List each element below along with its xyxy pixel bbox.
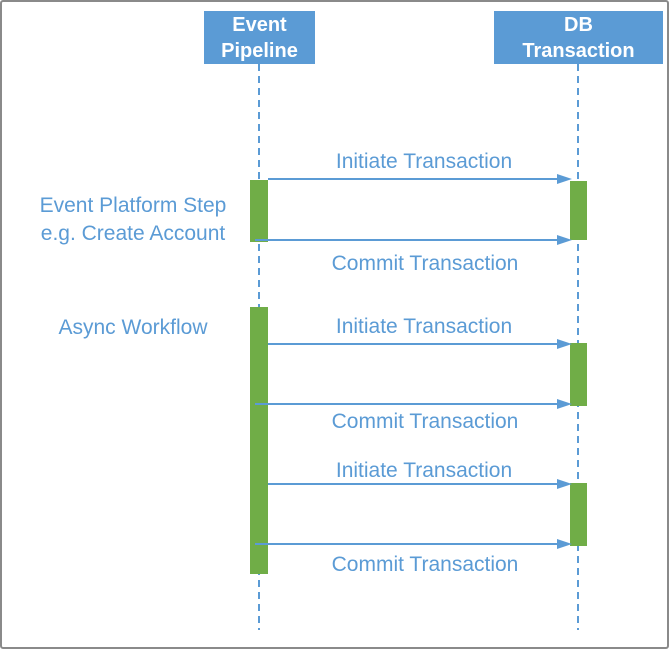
actor-label-event-pipeline: Event Pipeline: [221, 13, 298, 62]
message-label-initiate-2: Initiate Transaction: [335, 315, 513, 338]
arrow-shaft: [268, 483, 559, 485]
arrow-head-icon: [557, 479, 572, 489]
arrow-shaft: [255, 403, 559, 405]
annotation-async-workflow: Async Workflow: [58, 316, 208, 339]
arrow-head-icon: [557, 235, 572, 245]
message-label-initiate-3: Initiate Transaction: [335, 459, 513, 482]
arrow-shaft: [268, 343, 559, 345]
actor-box-db-transaction: DB Transaction: [494, 11, 663, 64]
message-arrow-initiate-2: [268, 339, 572, 349]
actor-label-db-transaction: DB Transaction: [522, 13, 635, 62]
arrow-head-icon: [557, 174, 572, 184]
message-label-initiate-1: Initiate Transaction: [335, 150, 513, 173]
arrow-shaft: [255, 543, 559, 545]
actor-box-event-pipeline: Event Pipeline: [204, 11, 315, 64]
activation-bar-db-3: [570, 483, 587, 546]
arrow-head-icon: [557, 539, 572, 549]
arrow-shaft: [268, 178, 559, 180]
activation-bar-event-step: [250, 180, 268, 242]
message-label-commit-2: Commit Transaction: [331, 410, 519, 433]
message-arrow-initiate-3: [268, 479, 572, 489]
message-label-commit-3: Commit Transaction: [331, 553, 519, 576]
annotation-event-platform-step: Event Platform Step e.g. Create Account: [39, 194, 227, 245]
arrow-shaft: [255, 239, 559, 241]
activation-bar-db-1: [570, 181, 587, 240]
activation-bar-async-workflow: [250, 307, 268, 574]
message-label-commit-1: Commit Transaction: [331, 252, 519, 275]
arrow-head-icon: [557, 399, 572, 409]
message-arrow-initiate-1: [268, 174, 572, 184]
message-arrow-commit-2: [255, 399, 572, 409]
arrow-head-icon: [557, 339, 572, 349]
activation-bar-db-2: [570, 343, 587, 406]
message-arrow-commit-1: [255, 235, 572, 245]
message-arrow-commit-3: [255, 539, 572, 549]
